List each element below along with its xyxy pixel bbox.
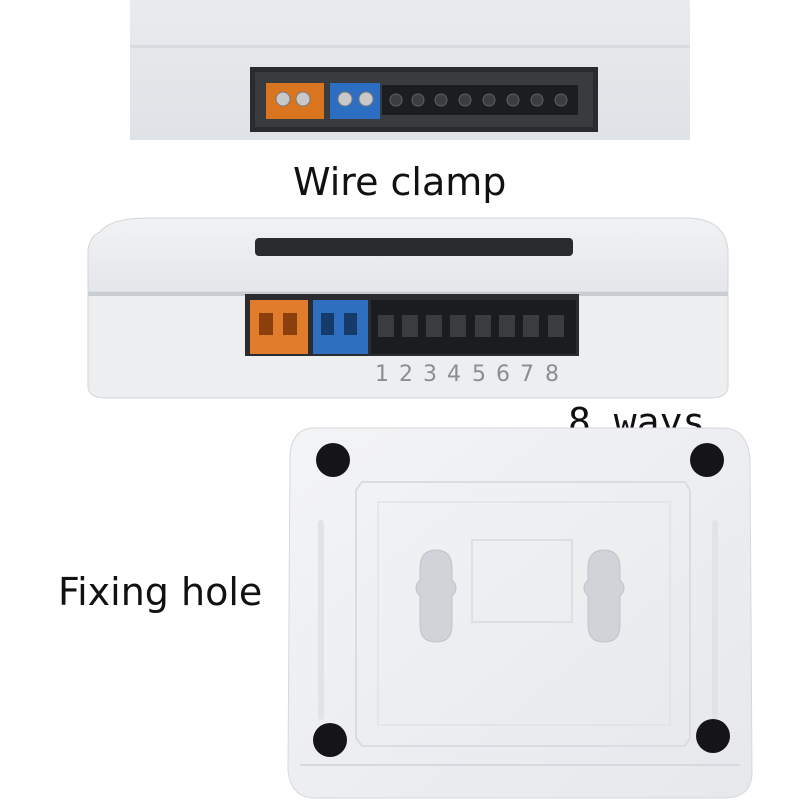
foot-top-right — [690, 443, 724, 477]
terminal-number-6: 6 — [496, 362, 510, 387]
terminal-number-7: 7 — [520, 362, 534, 387]
terminal-number-4: 4 — [447, 362, 461, 387]
terminal-number-5: 5 — [472, 362, 486, 387]
terminal-number-3: 3 — [423, 362, 437, 387]
foot-top-left — [316, 443, 350, 477]
side-orange-terminal — [250, 300, 308, 354]
top-black-terminal — [382, 85, 578, 115]
back-plate — [287, 427, 753, 799]
foot-bottom-right — [696, 719, 730, 753]
fixing-hole-right — [583, 549, 625, 643]
foot-bottom-left — [313, 723, 347, 757]
caption-fixing-hole: Fixing hole — [58, 570, 263, 614]
top-device-photo — [130, 0, 690, 140]
top-orange-terminal — [266, 83, 324, 119]
back-plate-photo — [287, 427, 753, 799]
side-vent-slot — [255, 238, 573, 256]
fixing-hole-left — [415, 549, 457, 643]
side-black-terminal — [371, 300, 576, 354]
terminal-number-2: 2 — [399, 362, 413, 387]
terminal-number-8: 8 — [545, 362, 559, 387]
caption-wire-clamp: Wire clamp — [293, 160, 507, 204]
side-device-photo — [87, 217, 729, 399]
terminal-number-1: 1 — [375, 362, 389, 387]
